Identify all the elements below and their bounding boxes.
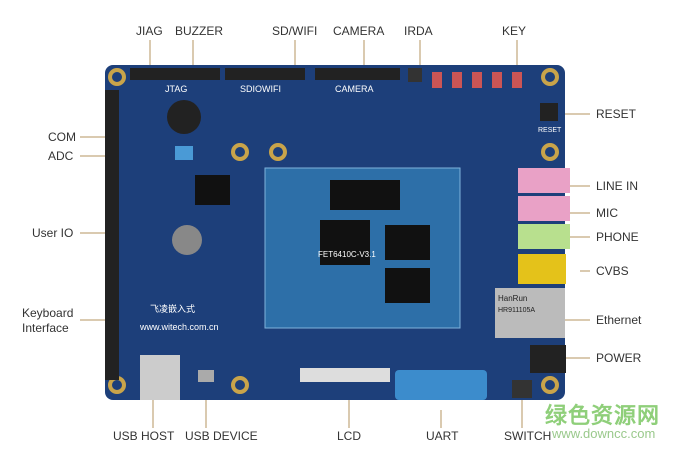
- camera-header: [315, 68, 400, 80]
- label-key: KEY: [502, 24, 527, 38]
- ethernet-port: [495, 288, 565, 338]
- line-in-jack: [518, 168, 570, 193]
- chip: [195, 175, 230, 205]
- silk-camera: CAMERA: [335, 84, 374, 94]
- mic-jack: [518, 196, 570, 221]
- silk-jtag: JTAG: [165, 84, 188, 94]
- silk-sdio: SDIOWIFI: [240, 84, 281, 94]
- usb-device-port: [198, 370, 214, 382]
- label-reset: RESET: [596, 107, 637, 121]
- buzzer: [167, 100, 201, 134]
- label-com: COM: [48, 130, 76, 144]
- sdio-header: [225, 68, 305, 80]
- label-lcd: LCD: [337, 429, 362, 443]
- label-usb-device: USB DEVICE: [185, 429, 258, 443]
- label-power: POWER: [596, 351, 642, 365]
- cvbs-jack: [518, 254, 566, 284]
- label-line-in: LINE IN: [596, 179, 639, 193]
- label-camera: CAMERA: [333, 24, 385, 38]
- ram-chip: [385, 268, 430, 303]
- eth-part: HR911105A: [498, 307, 536, 314]
- module-name: FET6410C-V3.1: [318, 250, 376, 259]
- eth-brand: HanRun: [498, 294, 528, 303]
- reset-button: [540, 103, 558, 121]
- label-user-io: User IO: [32, 226, 74, 240]
- silk-reset: RESET: [538, 127, 562, 134]
- label-adc: ADC: [48, 149, 74, 163]
- label-buzzer: BUZZER: [175, 24, 223, 38]
- jtag-header: [130, 68, 220, 80]
- key-buttons: [432, 72, 522, 88]
- switch: [512, 380, 532, 398]
- uart-db9: [395, 370, 487, 400]
- label-usb-host: USB HOST: [113, 429, 175, 443]
- adc-pot: [175, 146, 193, 160]
- label-sd-wifi: SD/WIFI: [272, 24, 318, 38]
- irda-receiver: [408, 68, 422, 82]
- silk-url: www.witech.com.cn: [140, 322, 219, 332]
- phone-jack: [518, 224, 570, 249]
- label-phone: PHONE: [596, 230, 639, 244]
- label-mic: MIC: [596, 206, 618, 220]
- cpu-chip: [320, 220, 370, 265]
- label-ethernet: Ethernet: [596, 313, 642, 327]
- lcd-connector: [300, 368, 390, 382]
- mounting-holes: [108, 68, 559, 394]
- label-cvbs: CVBS: [596, 264, 629, 278]
- left-headers: [105, 90, 119, 380]
- silk-brand: 飞凌嵌入式: [150, 304, 196, 314]
- usb-host-port: [140, 355, 180, 400]
- ram-chip: [385, 225, 430, 260]
- watermark-title: 绿色资源网: [545, 403, 661, 428]
- rtc-battery: [172, 225, 202, 255]
- label-keyboard: Keyboard: [22, 306, 74, 320]
- label-uart: UART: [426, 429, 459, 443]
- label-interface: Interface: [22, 321, 69, 335]
- flash-chip: [330, 180, 400, 210]
- power-jack: [530, 345, 566, 373]
- label-irda: IRDA: [404, 24, 433, 38]
- watermark-url: www.downcc.com: [552, 426, 656, 441]
- label-switch: SWITCH: [504, 429, 552, 443]
- label-jtag: JIAG: [136, 24, 163, 38]
